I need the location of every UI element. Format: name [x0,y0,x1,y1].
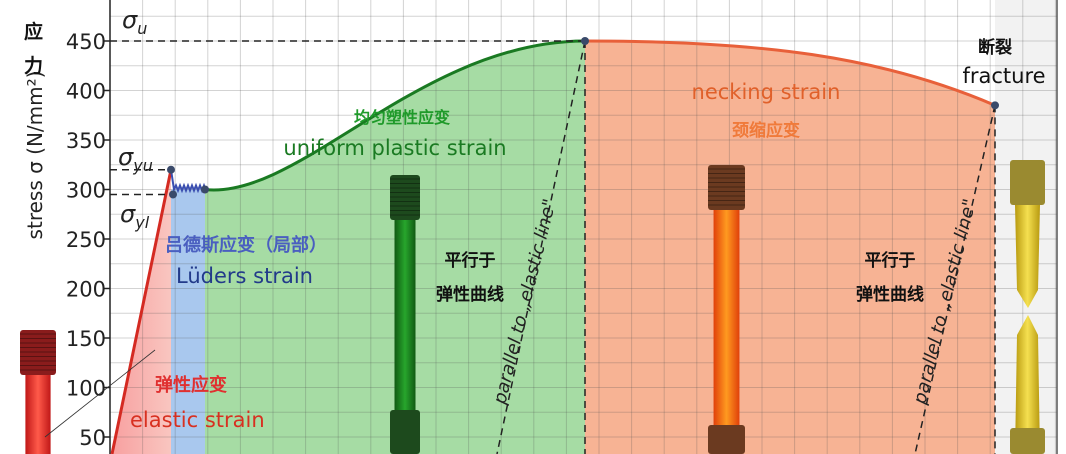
y-tick-label: 150 [66,327,106,351]
y-axis-label-cn-2: 力 [24,54,43,77]
luders-zigzag [170,169,207,194]
key-level-label-yu: σyu [118,143,153,175]
y-tick-label: 350 [66,129,106,153]
parallel-label-cn-2: 弹性曲线 [436,284,504,305]
y-tick-label: 100 [66,377,106,401]
specimen-necking-bottom-thread [708,425,745,454]
fracture-label-cn: 断裂 [978,37,1012,58]
necking-region [585,41,995,454]
y-tick-label: 200 [66,278,106,302]
specimen-fracture-top [1015,205,1040,308]
specimen-uniform [390,175,420,454]
specimen-uniform-bottom-thread [390,410,420,454]
elastic-region [112,169,171,454]
unload-line-ultimate [496,40,586,454]
parallel-label-cn-1: 平行于 [445,250,496,271]
uniform-label-en: uniform plastic strain [283,136,506,160]
y-axis-label-cn-1: 应 [24,20,43,43]
necking-label-cn: 颈缩应变 [732,120,800,141]
luders-label-cn: 吕德斯应变（局部） [165,234,327,256]
luders-label-en: Lüders strain [176,264,313,288]
necking-label-en: necking strain [692,80,841,104]
specimen-fracture-bottom-thread [1010,428,1045,454]
elastic-label-cn: 弹性应变 [155,374,227,396]
y-tick-label: 450 [66,30,106,54]
elastic-line [110,169,173,454]
elastic-label-en: elastic strain [130,408,265,432]
key-point-marker [991,101,999,110]
y-tick-label: 250 [66,228,106,252]
fracture-label-en: fracture [962,64,1045,88]
y-tick-label: 400 [66,80,106,104]
y-tick-label: 50 [79,426,106,450]
parallel-label-cn-4: 弹性曲线 [856,284,924,305]
uniform-label-cn: 均匀塑性应变 [354,108,450,127]
specimen-fracture-top-thread [1010,160,1045,205]
elastic-pointer-line [44,349,156,438]
necking-curve [584,39,996,107]
key-point-marker [201,185,209,194]
specimen-necking [708,165,745,454]
key-point-marker [169,190,177,199]
specimen-elastic [20,330,56,454]
key-point-marker [581,37,589,45]
key-level-label-u: σu [122,6,147,38]
luders-region [171,189,205,454]
key-point-marker [167,165,175,174]
key-level-label-yl: σyl [120,200,150,232]
specimen-fracture-bottom [1015,315,1040,454]
y-tick-label: 300 [66,179,106,203]
parallel-label-cn-3: 平行于 [865,250,916,271]
uniform-plastic-curve [204,39,586,192]
y-axis-label: stress σ (N/mm²) [23,71,47,240]
